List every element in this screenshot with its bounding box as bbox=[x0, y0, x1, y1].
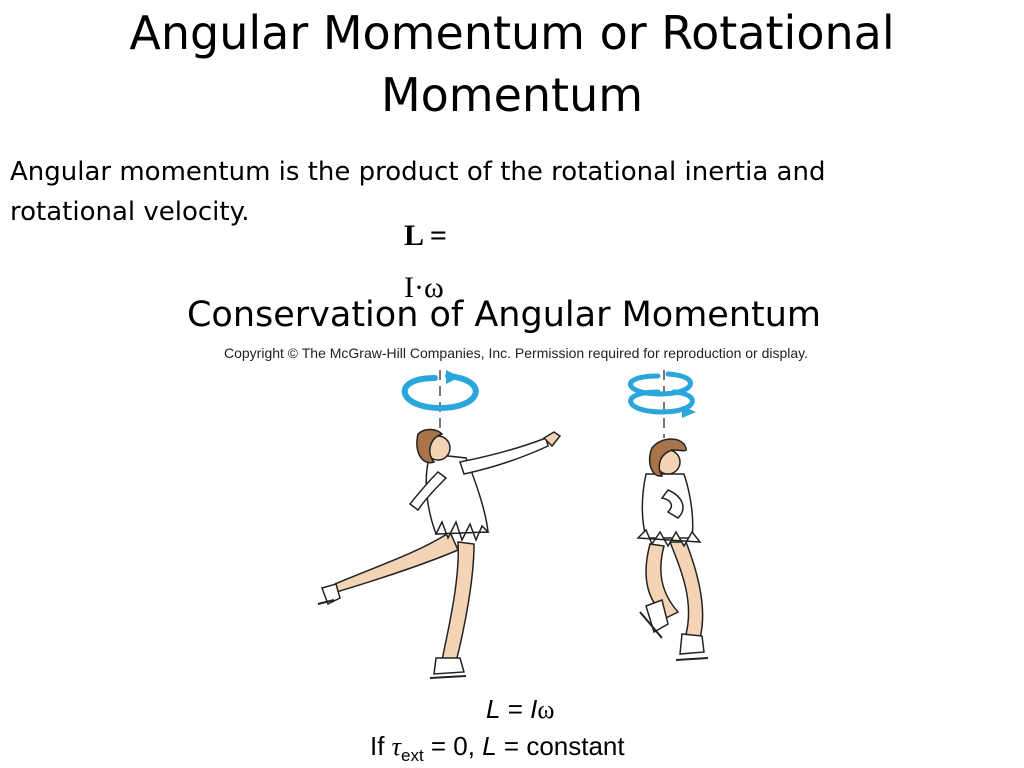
equation-l-equals-i-omega: L = Iω bbox=[486, 692, 554, 727]
eq2-end: = constant bbox=[496, 731, 625, 761]
title-line-1: Angular Momentum or Rotational bbox=[129, 6, 895, 60]
eq2-if: If bbox=[370, 731, 392, 761]
skaters-illustration bbox=[317, 370, 709, 679]
copyright-notice: Copyright © The McGraw-Hill Companies, I… bbox=[223, 345, 809, 361]
definition-line-2: rotational velocity. bbox=[10, 197, 250, 227]
eq2-mid: = 0, bbox=[423, 731, 483, 761]
eq2-ext: ext bbox=[400, 746, 424, 765]
section-subtitle: Conservation of Angular Momentum bbox=[186, 295, 822, 335]
eq1-omega: ω bbox=[537, 695, 555, 724]
formula-line-2: I·ω bbox=[404, 271, 444, 304]
slide-title: Angular Momentum or Rotational Momentum bbox=[0, 2, 1024, 126]
definition-line-1: Angular momentum is the product of the r… bbox=[10, 157, 826, 187]
equation-conservation: If τext = 0, L = constant bbox=[370, 728, 625, 765]
title-line-2: Momentum bbox=[380, 68, 644, 122]
angular-momentum-formula: L = I·ω bbox=[404, 210, 447, 314]
eq1-equals: = bbox=[500, 694, 531, 724]
definition-text: Angular momentum is the product of the r… bbox=[10, 152, 910, 232]
right-rotation-arrow bbox=[628, 370, 696, 438]
eq1-i: I bbox=[530, 694, 538, 724]
eq2-tau: τ bbox=[391, 732, 401, 761]
left-skater bbox=[317, 428, 562, 679]
right-skater bbox=[636, 438, 709, 661]
eq1-l: L bbox=[486, 694, 501, 724]
eq2-l: L bbox=[482, 731, 497, 761]
formula-line-1: L = bbox=[404, 219, 447, 252]
